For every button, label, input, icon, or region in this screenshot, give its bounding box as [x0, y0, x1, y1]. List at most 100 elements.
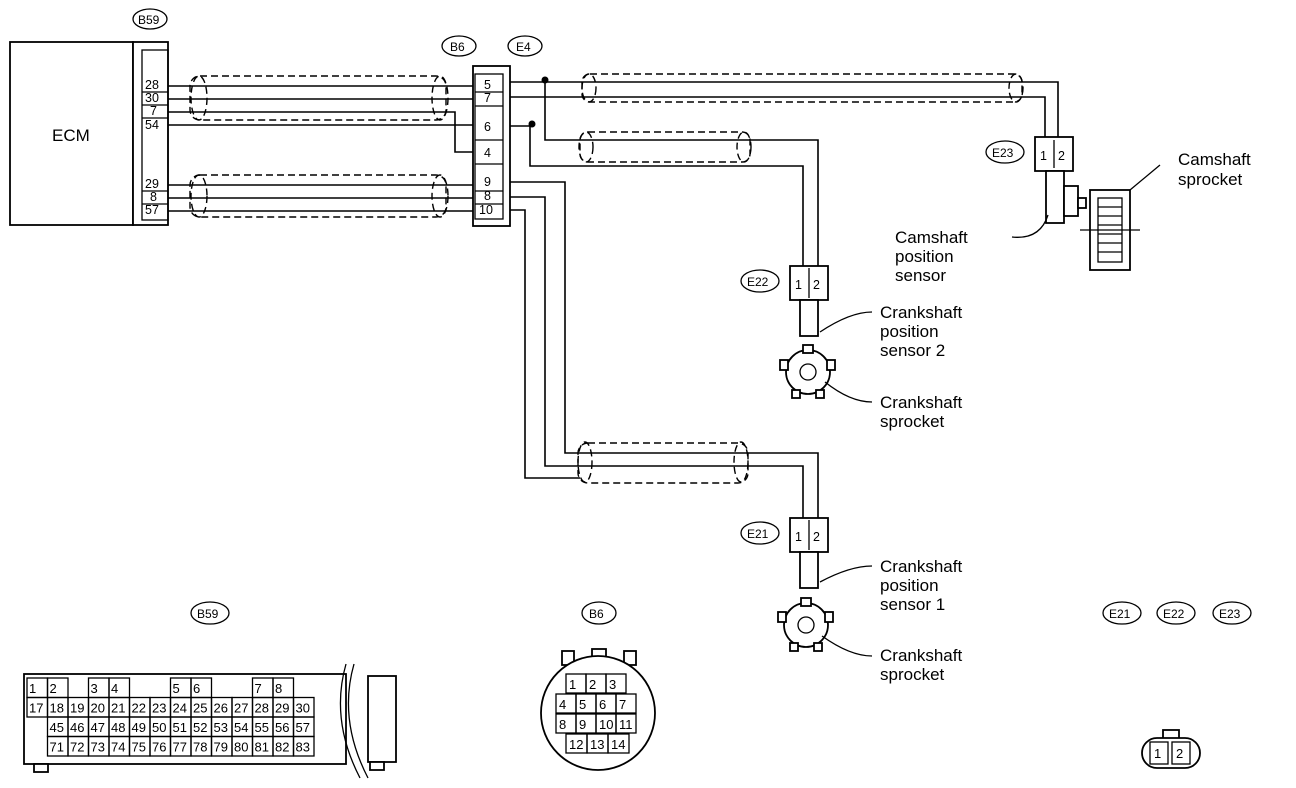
b6-cell-label: 11 — [619, 717, 633, 732]
e-sensor-connector-face: 1 2 — [1141, 729, 1201, 769]
b59-cell-label: 78 — [193, 740, 207, 755]
crankshaft-sprocket-2 — [779, 344, 836, 399]
b6-pin-6: 6 — [484, 120, 491, 134]
svg-text:sensor: sensor — [895, 266, 946, 285]
ecm-unit: ECM — [9, 41, 169, 226]
svg-text:B59: B59 — [197, 607, 219, 621]
b59-pin-54: 54 — [145, 118, 159, 132]
b6-cell-label: 7 — [619, 697, 626, 712]
label-crankshaft-sprocket-2: Crankshaft sprocket — [880, 393, 962, 431]
svg-text:Camshaft: Camshaft — [895, 228, 968, 247]
b59-cell-label: 79 — [214, 740, 228, 755]
tag-e23: E23 — [985, 140, 1025, 164]
b59-cell-label: 75 — [132, 740, 146, 755]
b59-cell-label: 52 — [193, 720, 207, 735]
b59-cell-label: 55 — [255, 720, 269, 735]
b6-cell — [605, 673, 627, 694]
b6-cell-label: 10 — [599, 717, 613, 732]
b59-cell-label: 3 — [91, 681, 98, 696]
harness-e4-to-sensors — [510, 73, 1059, 520]
b6-cell-label: 13 — [590, 737, 604, 752]
svg-text:E23: E23 — [992, 146, 1014, 160]
svg-text:Crankshaft: Crankshaft — [880, 303, 962, 322]
svg-text:29: 29 — [145, 177, 159, 191]
svg-text:sprocket: sprocket — [880, 412, 945, 431]
b6-cell-label: 5 — [579, 697, 586, 712]
svg-text:57: 57 — [145, 203, 159, 217]
svg-text:E22: E22 — [747, 275, 769, 289]
label-crankshaft-position-sensor-2: Crankshaft position sensor 2 — [880, 303, 962, 360]
b59-cell-label: 22 — [132, 701, 146, 716]
b59-cell-label: 19 — [70, 701, 84, 716]
b6-cell-label: 14 — [611, 737, 625, 752]
b59-cell-label: 51 — [173, 720, 187, 735]
svg-text:position: position — [880, 322, 939, 341]
b59-cell-label: 48 — [111, 720, 125, 735]
b59-pin-29: 29 — [145, 177, 159, 191]
b59-pin-57: 57 — [145, 203, 159, 217]
svg-text:B6: B6 — [589, 607, 604, 621]
b59-pin-30: 30 — [145, 91, 159, 105]
b6-cell-label: 2 — [589, 677, 596, 692]
svg-text:Camshaft: Camshaft — [1178, 150, 1251, 169]
b59-pin-28: 28 — [145, 78, 159, 92]
b59-cell-label: 7 — [255, 681, 262, 696]
e22-pin-2: 2 — [813, 278, 820, 292]
b6-pin-10: 10 — [479, 203, 493, 217]
b59-cell-label: 73 — [91, 740, 105, 755]
b6-pin-9: 9 — [484, 175, 491, 189]
tag-b6-face: B6 — [581, 601, 617, 625]
e21-pin-2: 2 — [813, 530, 820, 544]
b59-cell-label: 27 — [234, 701, 248, 716]
b59-cell-label: 71 — [50, 740, 64, 755]
tag-e22-face: E22 — [1156, 601, 1196, 625]
ecm-connector-b59: 28 30 7 54 29 8 57 — [141, 49, 169, 221]
b59-cell-label: 6 — [193, 681, 200, 696]
b59-cell-label: 5 — [173, 681, 180, 696]
b6-cell-label: 6 — [599, 697, 606, 712]
b59-cell-label: 81 — [255, 740, 269, 755]
svg-text:E21: E21 — [1109, 607, 1131, 621]
b59-cell-label: 18 — [50, 701, 64, 716]
b59-cell-label: 29 — [275, 701, 289, 716]
b59-cell-label: 74 — [111, 740, 125, 755]
b6-cell — [615, 713, 637, 734]
svg-text:7: 7 — [150, 104, 157, 118]
tag-e22: E22 — [740, 269, 780, 293]
b59-cell-label: 50 — [152, 720, 166, 735]
connector-b6-e4: 5 7 6 4 9 8 10 — [472, 65, 511, 227]
b6-pin-7: 7 — [484, 91, 491, 105]
b59-cell-label: 4 — [111, 681, 118, 696]
b59-cell-label: 8 — [275, 681, 282, 696]
b6-cell-label: 3 — [609, 677, 616, 692]
svg-text:Crankshaft: Crankshaft — [880, 393, 962, 412]
b59-cell-label: 26 — [214, 701, 228, 716]
b59-cell-label: 24 — [173, 701, 187, 716]
harness-ecm-to-b6 — [168, 75, 475, 218]
svg-text:30: 30 — [145, 91, 159, 105]
svg-text:28: 28 — [145, 78, 159, 92]
b59-cell-label: 57 — [296, 720, 310, 735]
svg-text:8: 8 — [150, 190, 157, 204]
b59-cell-label: 1 — [29, 681, 36, 696]
e23-pin-1: 1 — [1040, 149, 1047, 163]
svg-text:E22: E22 — [1163, 607, 1185, 621]
b59-cell-label: 46 — [70, 720, 84, 735]
b6-pin-5: 5 — [484, 78, 491, 92]
b59-cell-label: 80 — [234, 740, 248, 755]
crankshaft-sprocket-1 — [777, 597, 834, 652]
svg-text:Crankshaft: Crankshaft — [880, 646, 962, 665]
b59-cell-label: 17 — [29, 701, 43, 716]
b59-cell-label: 56 — [275, 720, 289, 735]
b59-cell-label: 47 — [91, 720, 105, 735]
b59-cell-label: 83 — [296, 740, 310, 755]
tag-e21: E21 — [740, 521, 780, 545]
svg-text:sensor 1: sensor 1 — [880, 595, 945, 614]
label-crankshaft-position-sensor-1: Crankshaft position sensor 1 — [880, 557, 962, 614]
label-camshaft-sprocket: Camshaft sprocket — [1178, 150, 1251, 189]
ecm-label: ECM — [52, 126, 90, 145]
tag-e23-face: E23 — [1212, 601, 1252, 625]
b59-pin-8: 8 — [150, 190, 157, 204]
e23-pin-2: 2 — [1058, 149, 1065, 163]
